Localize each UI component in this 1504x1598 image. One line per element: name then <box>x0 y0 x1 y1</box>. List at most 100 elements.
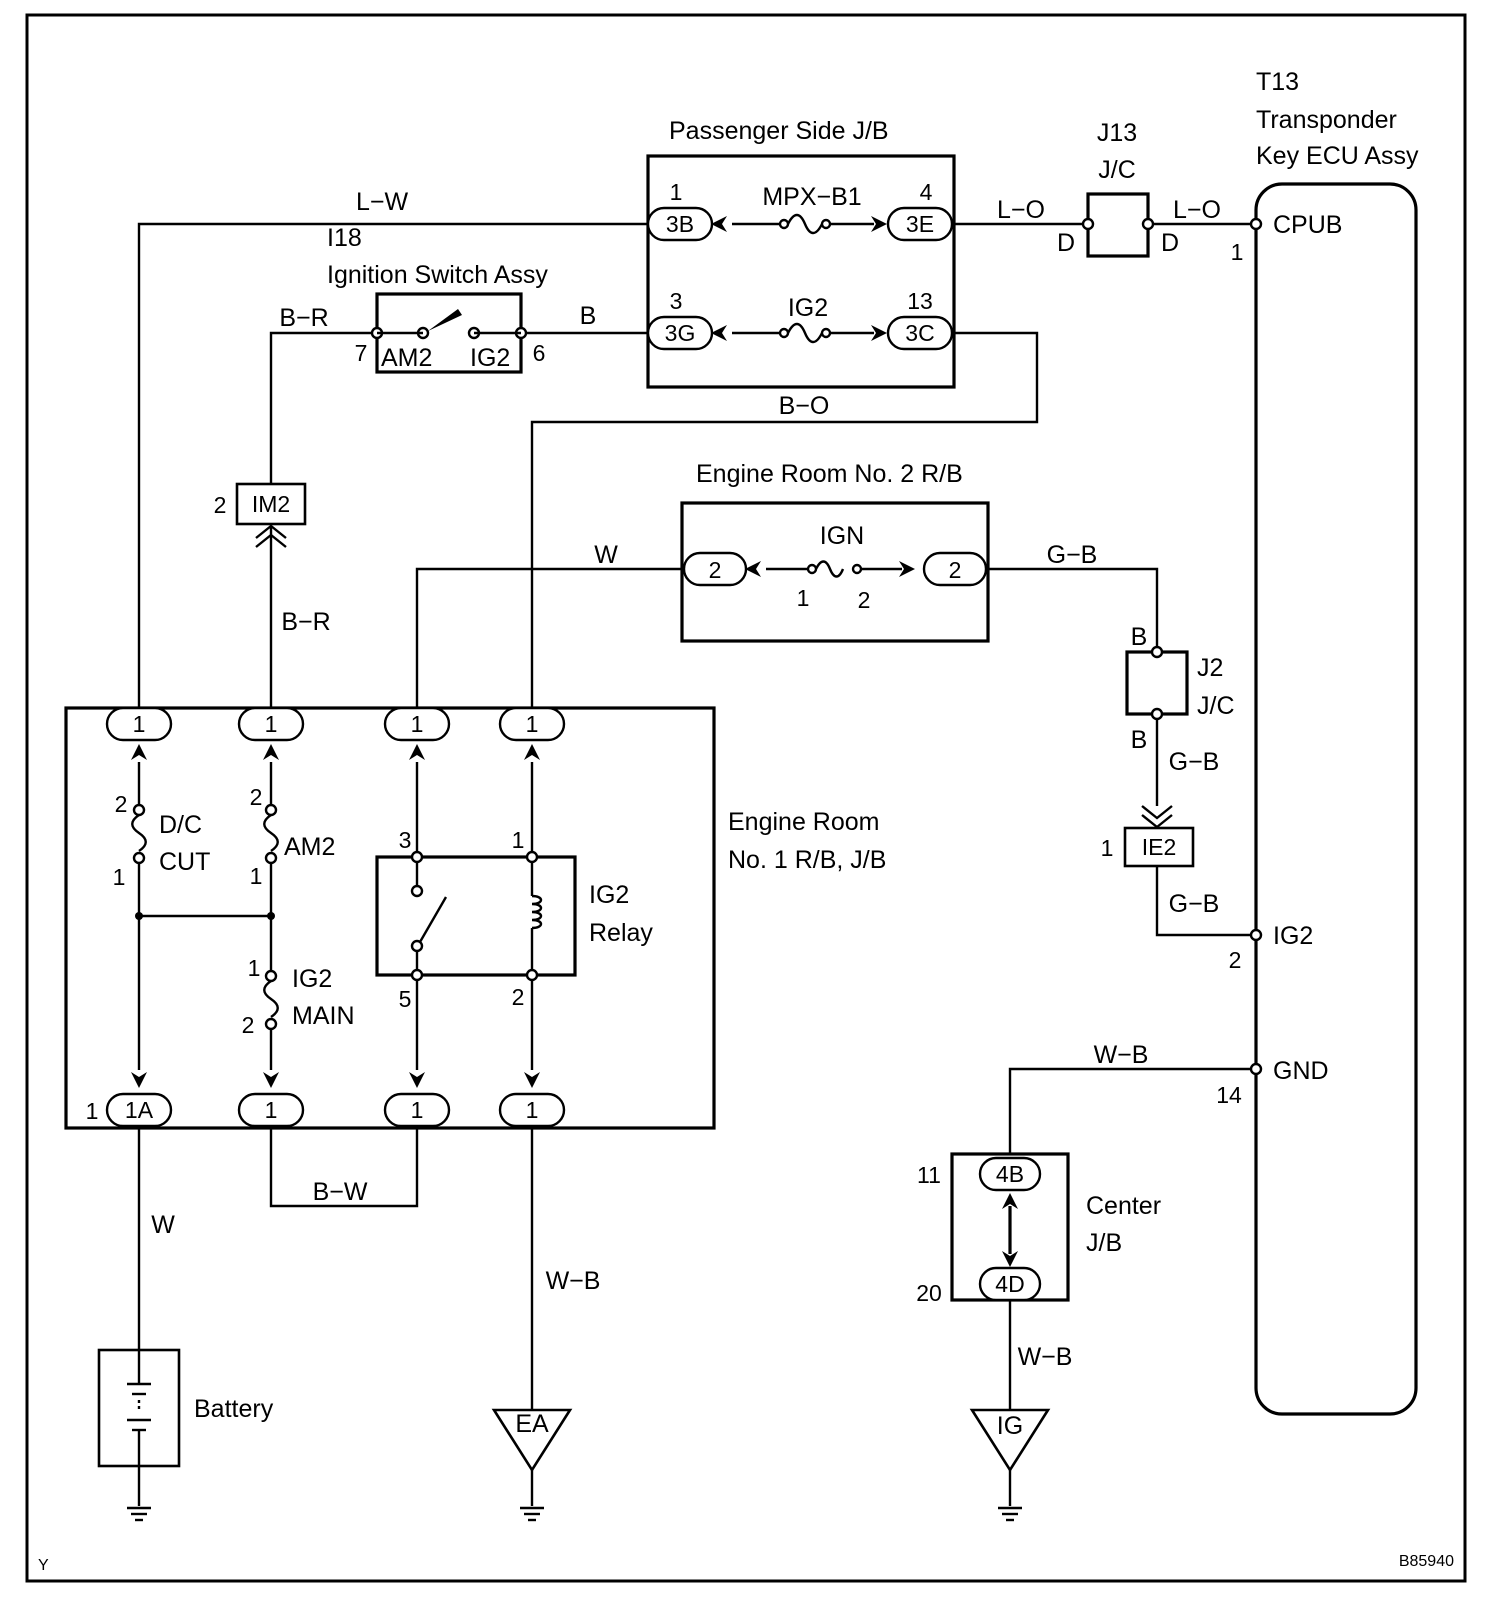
fuse-ig2-main-a: IG2 <box>292 965 332 993</box>
connector-ie2: IE2 1 <box>1101 805 1195 868</box>
terminal-cpub: CPUB <box>1273 211 1342 239</box>
connector-3g-label: 3G <box>665 320 696 346</box>
svg-text:J/C: J/C <box>1197 692 1235 720</box>
svg-text:Center: Center <box>1086 1192 1161 1220</box>
svg-text:4B: 4B <box>996 1161 1024 1187</box>
svg-text:2: 2 <box>1229 947 1242 973</box>
svg-text:EA: EA <box>515 1410 549 1438</box>
svg-text:2: 2 <box>250 784 263 810</box>
wire-label-wb-3: W−B <box>1018 1343 1073 1371</box>
engine-room-no2-rb: Engine Room No. 2 R/B 2 2 IGN 1 2 <box>680 460 990 643</box>
svg-text:3: 3 <box>670 288 683 314</box>
svg-text:3: 3 <box>399 827 412 853</box>
svg-text:1A: 1A <box>125 1097 154 1123</box>
svg-text:1: 1 <box>250 863 263 889</box>
svg-text:2: 2 <box>949 557 962 583</box>
wires <box>137 222 1256 1410</box>
fuse-dc-cut-b: CUT <box>159 848 210 876</box>
svg-text:4: 4 <box>920 179 933 205</box>
svg-text:11: 11 <box>917 1162 941 1188</box>
wire-label-lw: L−W <box>356 188 409 216</box>
svg-text:1: 1 <box>1231 239 1244 265</box>
ignition-terminal-ig2: IG2 <box>470 344 510 372</box>
ground-ea: EA <box>491 1408 573 1522</box>
svg-text:1: 1 <box>411 711 424 737</box>
fuse-ig2-main-b: MAIN <box>292 1002 355 1030</box>
ignition-switch-assy: I18 Ignition Switch Assy 7 6 AM2 IG2 <box>327 224 548 374</box>
wire-label-w-2: W <box>151 1211 175 1239</box>
j2-junction: B B J2 J/C <box>1125 623 1235 754</box>
wire-label-gb-2: G−B <box>1169 748 1220 776</box>
svg-text:J2: J2 <box>1197 654 1223 682</box>
wire-label-lo-1: L−O <box>997 196 1045 224</box>
svg-text:13: 13 <box>907 288 933 314</box>
svg-text:1: 1 <box>113 864 126 890</box>
svg-text:IG: IG <box>997 1412 1023 1440</box>
svg-text:J/C: J/C <box>1098 156 1136 184</box>
svg-text:IE2: IE2 <box>1142 834 1177 860</box>
svg-text:I18: I18 <box>327 224 362 252</box>
wire-wb-gnd <box>1008 1067 1256 1154</box>
connector-4b <box>978 1156 1042 1192</box>
corner-mark-left: Y <box>38 1557 49 1574</box>
connector-rb2-right <box>922 551 988 587</box>
wire-gb-c <box>1155 866 1256 937</box>
passenger-jb-label: Passenger Side J/B <box>669 117 889 145</box>
fuse-am2: AM2 <box>284 833 335 861</box>
svg-text:2: 2 <box>115 791 128 817</box>
svg-text:1: 1 <box>133 711 146 737</box>
battery: Battery <box>97 1348 274 1522</box>
svg-text:Transponder: Transponder <box>1256 106 1397 134</box>
svg-text:20: 20 <box>916 1280 942 1306</box>
wire-label-br-2: B−R <box>281 608 330 636</box>
svg-text:14: 14 <box>1216 1082 1242 1108</box>
center-jb: 4B 4D 11 20 Center J/B <box>916 1152 1161 1306</box>
terminal-gnd: GND <box>1273 1057 1329 1085</box>
j13-junction: J13 J/C D D <box>1057 119 1179 258</box>
battery-label: Battery <box>194 1395 274 1423</box>
ig2-relay-label-a: IG2 <box>589 881 629 909</box>
fuse-ig2-label: IG2 <box>788 294 828 322</box>
passenger-side-jb: Passenger Side J/B 3B 1 MPX−B1 3E 4 3G 3… <box>646 117 956 389</box>
transponder-key-ecu: T13 Transponder Key ECU Assy CPUB 1 IG2 … <box>1216 68 1419 1416</box>
svg-text:J13: J13 <box>1097 119 1137 147</box>
svg-text:1: 1 <box>1101 835 1114 861</box>
svg-text:6: 6 <box>533 340 546 366</box>
svg-text:B: B <box>1131 623 1148 651</box>
connector-bottom-3 <box>383 1092 451 1128</box>
wire-label-gb-1: G−B <box>1047 541 1098 569</box>
wire-label-b: B <box>580 302 597 330</box>
wire-label-gb-3: G−B <box>1169 890 1220 918</box>
figure-code: B85940 <box>1399 1553 1454 1570</box>
connector-top-1 <box>105 706 173 742</box>
fuse-dc-cut-a: D/C <box>159 811 202 839</box>
svg-text:T13: T13 <box>1256 68 1299 96</box>
svg-text:D: D <box>1057 229 1075 257</box>
wire-br-top <box>269 331 377 484</box>
connector-3e <box>886 206 954 242</box>
svg-text:Ignition Switch Assy: Ignition Switch Assy <box>327 261 548 289</box>
svg-text:1: 1 <box>526 1097 539 1123</box>
svg-text:2: 2 <box>512 984 525 1010</box>
connector-bottom-4 <box>498 1092 566 1128</box>
wire-label-wb-2: W−B <box>1094 1041 1149 1069</box>
svg-text:IM2: IM2 <box>252 491 290 517</box>
terminal-ig2: IG2 <box>1273 922 1313 950</box>
svg-text:1: 1 <box>526 711 539 737</box>
connector-im2: IM2 2 <box>214 482 307 548</box>
wire-bw <box>269 1124 419 1208</box>
connector-top-3 <box>383 706 451 742</box>
svg-text:1: 1 <box>797 585 810 611</box>
wire-label-w-1: W <box>594 541 618 569</box>
fuse-mpx-b1-label: MPX−B1 <box>762 183 861 211</box>
connector-top-2 <box>237 706 305 742</box>
svg-text:Key ECU Assy: Key ECU Assy <box>1256 142 1419 170</box>
svg-text:No. 1 R/B, J/B: No. 1 R/B, J/B <box>728 846 886 874</box>
svg-text:7: 7 <box>355 340 368 366</box>
svg-text:1: 1 <box>86 1098 99 1124</box>
svg-text:2: 2 <box>214 492 227 518</box>
svg-text:2: 2 <box>709 557 722 583</box>
engine-room-no1-rb-jb: Engine Room No. 1 R/B, J/B 1 1 1 1 1A 1 … <box>64 706 886 1130</box>
svg-text:1: 1 <box>411 1097 424 1123</box>
connector-3c <box>886 315 954 351</box>
